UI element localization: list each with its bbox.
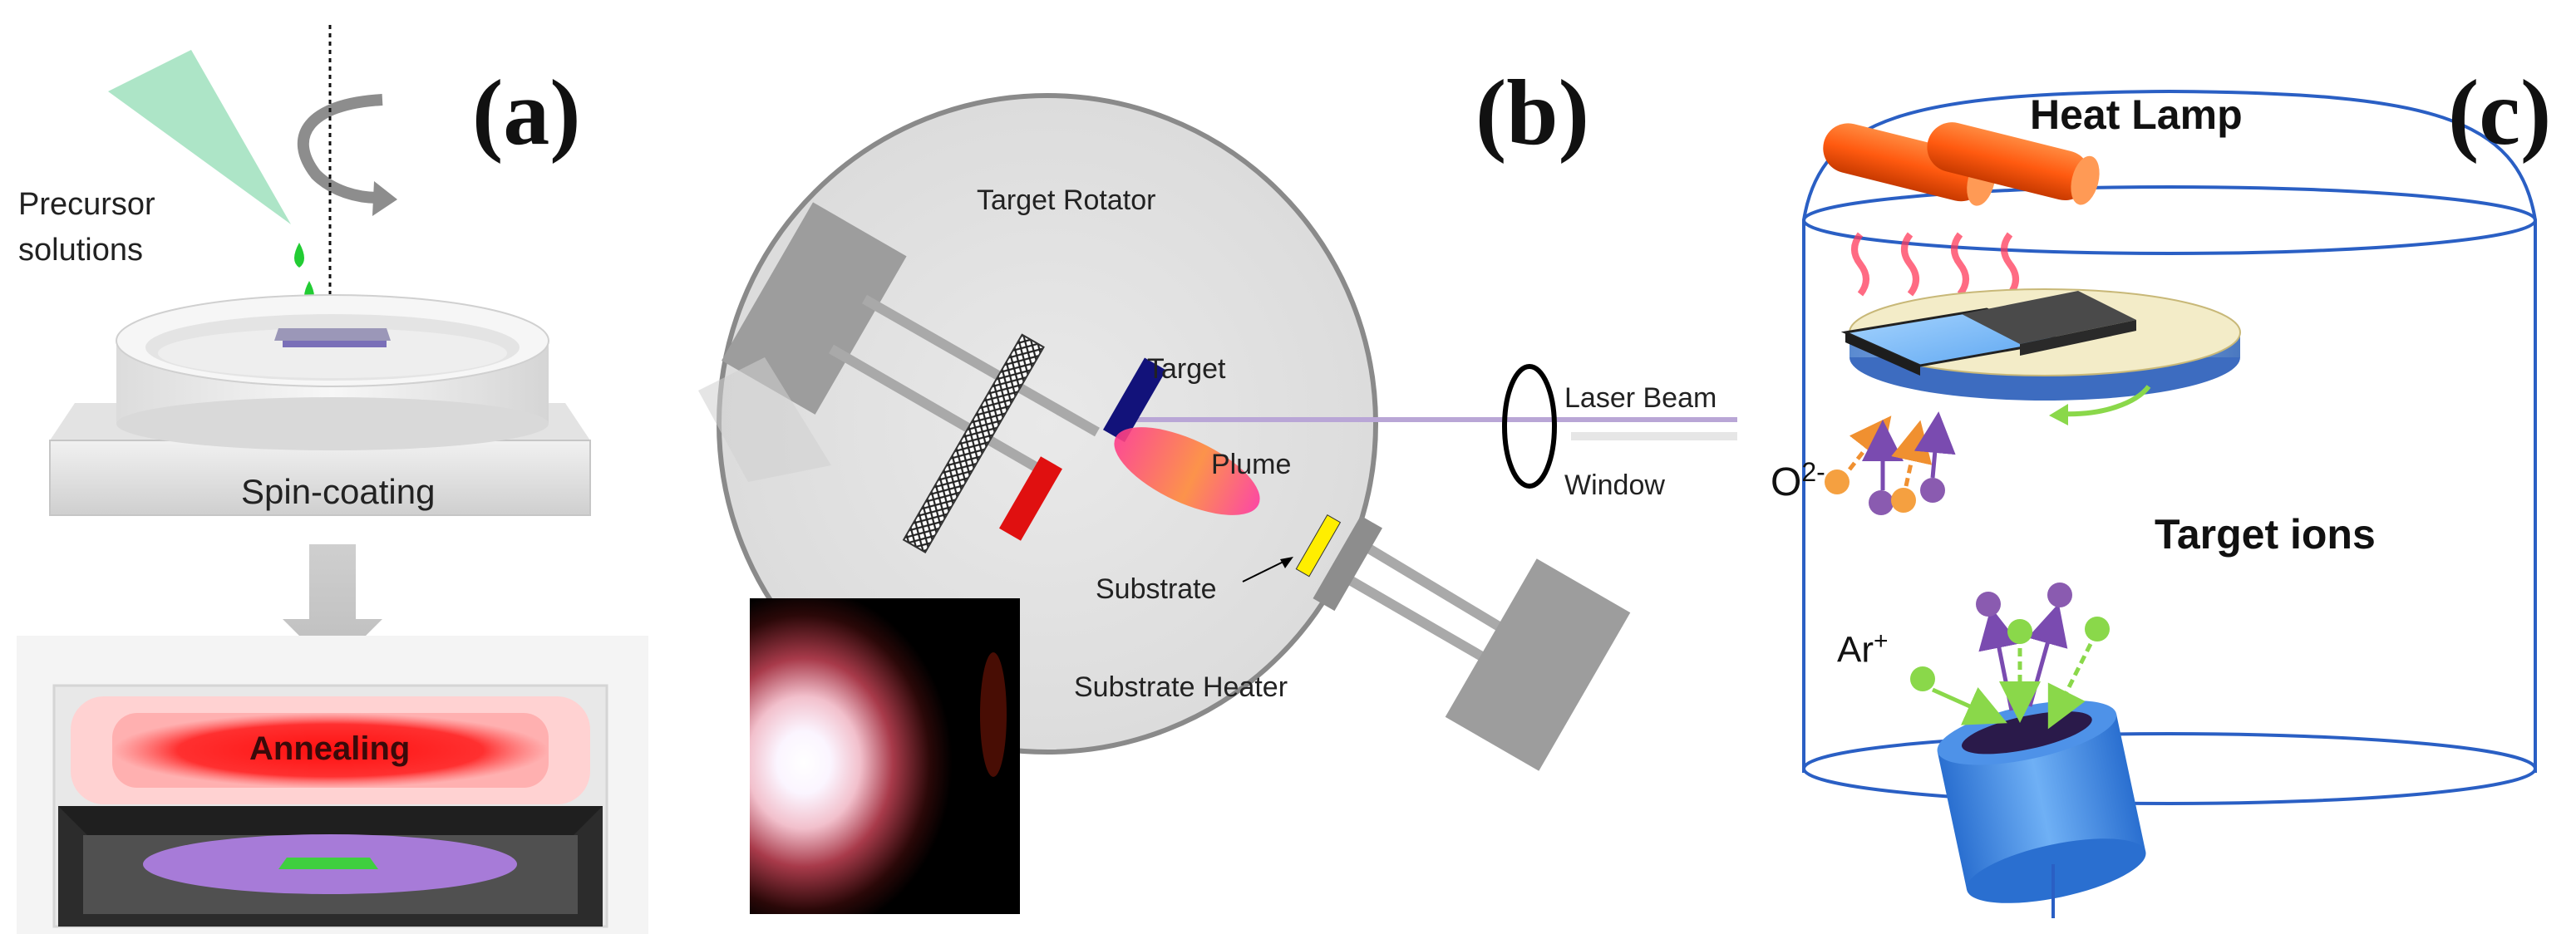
target-ion-arrow (1978, 607, 2020, 711)
substrate-label: Substrate (1096, 573, 1217, 605)
target-ions-label: Target ions (2155, 511, 2376, 558)
argon-ion-symbol: Ar (1837, 629, 1874, 671)
oxygen-ion-arrow (1891, 420, 1933, 487)
pipette-cone-shape (108, 50, 291, 224)
heat-lamp-label: Heat Lamp (2030, 91, 2243, 138)
oxygen-ion (1825, 469, 1849, 494)
plume-label: Plume (1211, 449, 1292, 480)
target-blue (1103, 357, 1166, 443)
heater-rod (1335, 568, 1500, 670)
heat-wave-icon (1951, 232, 1969, 297)
argon-ion (2085, 617, 2110, 642)
pld-chamber-diagram (698, 93, 1737, 914)
argon-ion (1910, 666, 1935, 691)
heat-lamp-tube (1823, 123, 1987, 202)
target-ion (2047, 583, 2072, 607)
oxygen-ion-label: O2- (1771, 457, 1825, 505)
argon-ion (2007, 619, 2032, 644)
window-label: Window (1564, 469, 1665, 501)
substrate-yellow (1295, 514, 1342, 578)
stage-rotation-arrow-icon (2061, 385, 2151, 417)
heat-wave-icon (1851, 232, 1869, 297)
oxygen-ion-charge: 2- (1801, 457, 1825, 487)
precursor-label-line1: Precursor (18, 187, 155, 222)
rotation-arrowhead-icon (372, 181, 397, 216)
annealing-label: Annealing (249, 730, 411, 767)
heat-lamp-tube (1927, 122, 2091, 201)
plasma-plume (1114, 427, 1260, 515)
target-rotator-block (722, 202, 907, 415)
substrate-heater-label: Substrate Heater (1074, 671, 1288, 703)
spin-coating-label: Spin-coating (241, 472, 436, 511)
spin-coating-diagram (17, 25, 648, 934)
rotator-rod (862, 294, 1100, 437)
sputtering-chamber-diagram (1802, 89, 2537, 918)
annealing-sample (278, 858, 378, 869)
panel-b-pulsed-laser-deposition: (b) Target Rotator Target Laser Beam Plu… (698, 0, 1737, 934)
panel-label-a: (a) (472, 61, 581, 165)
oxygen-ion (1891, 488, 1916, 513)
target-ion (1869, 490, 1894, 515)
oxygen-ion-arrow (1848, 415, 1892, 471)
precursor-label-line2: solutions (18, 233, 143, 268)
target-rotator-label: Target Rotator (977, 184, 1156, 216)
target-ion (1920, 478, 1945, 503)
target-ion-arrow (2027, 602, 2068, 707)
oxygen-ion-symbol: O (1771, 460, 1802, 504)
annealing-heater-glow (112, 713, 549, 788)
laser-beam-label: Laser Beam (1564, 382, 1717, 414)
substrate-heater-block (1445, 558, 1631, 771)
rotation-arrow-icon (297, 94, 383, 204)
target-holder-mesh (902, 333, 1045, 553)
panel-label-b: (b) (1475, 61, 1589, 165)
heat-wave-icon (2001, 232, 2019, 297)
droplet-shape (294, 243, 304, 268)
argon-ion-charge: + (1874, 627, 1889, 655)
panel-a-spin-coating: (a) Precursor solutions Spin-coating Ann… (0, 0, 665, 934)
target-label: Target (1147, 353, 1226, 385)
panel-label-c: (c) (2448, 61, 2552, 165)
substrate-wafer-dark (1962, 291, 2136, 344)
panel-c-magnetron-sputtering: (c) Heat Lamp O2- Target ions Ar+ (1771, 0, 2576, 934)
heat-wave-icon (1901, 232, 1919, 297)
argon-ion-arrow (1931, 686, 2007, 725)
argon-ion-label: Ar+ (1837, 627, 1889, 671)
spin-disk (116, 397, 549, 450)
chamber-window (1502, 364, 1557, 489)
target-ion (1976, 592, 2001, 617)
substrate-on-chuck (274, 328, 391, 341)
target-red (999, 456, 1062, 541)
heater-rod (1352, 535, 1524, 645)
target-ion-arrow (1914, 411, 1956, 479)
rotator-rod (829, 344, 1050, 479)
substrate-holder (1313, 515, 1382, 612)
